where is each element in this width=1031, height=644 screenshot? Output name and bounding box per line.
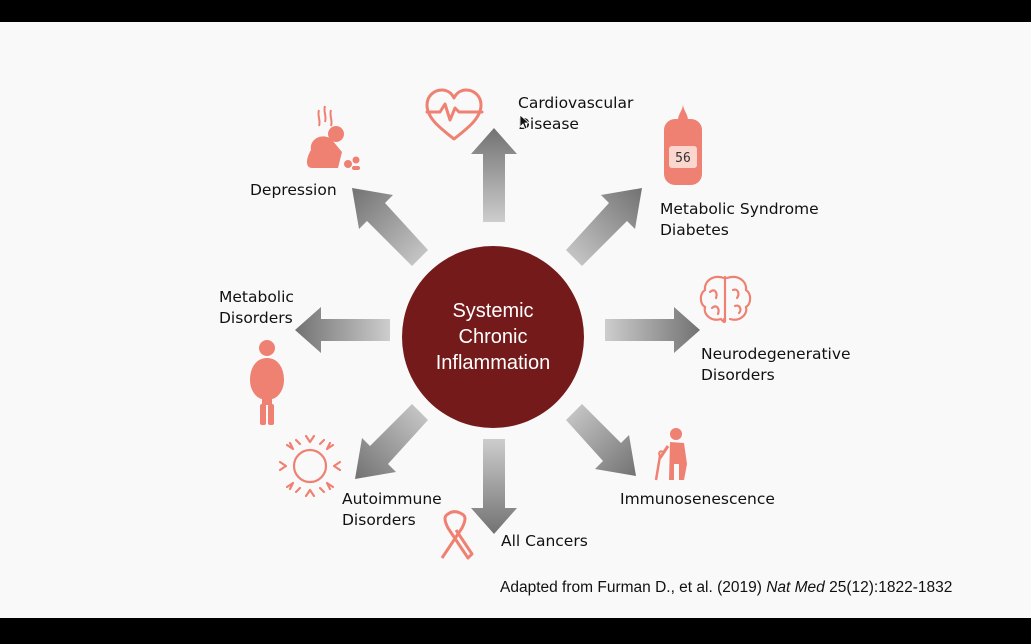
center-line-1: Systemic xyxy=(452,300,534,322)
icons: 56 xyxy=(250,88,752,560)
immune-cells-icon xyxy=(278,434,342,498)
arrow-down-left xyxy=(355,404,428,479)
label-immunosenescence: Immunosenescence xyxy=(620,490,775,508)
overweight-person-icon xyxy=(250,340,284,425)
arrow-down-right xyxy=(566,404,636,476)
center-line-3: Inflammation xyxy=(435,352,551,374)
brain-icon xyxy=(699,275,752,324)
elderly-person-icon xyxy=(654,428,687,481)
glucose-readout: 56 xyxy=(675,151,691,166)
label-depression: Depression xyxy=(250,181,337,199)
glucose-meter-icon: 56 xyxy=(664,104,702,185)
citation: Adapted from Furman D., et al. (2019) Na… xyxy=(500,579,953,596)
heart-pulse-icon xyxy=(425,88,484,141)
arrow-up xyxy=(471,128,517,222)
slide: 56 xyxy=(0,22,1031,618)
arrow-right xyxy=(605,307,700,353)
arrow-left xyxy=(295,307,390,353)
center-line-2: Chronic xyxy=(458,326,528,348)
arrow-down xyxy=(471,439,517,534)
arrows xyxy=(295,128,700,534)
arrow-up-right xyxy=(566,188,642,266)
arrow-up-left xyxy=(352,188,428,266)
label-cancers: All Cancers xyxy=(501,532,588,550)
depression-icon xyxy=(307,105,360,170)
journal-name: Nat Med xyxy=(766,579,825,596)
systemic-chronic-inflammation-circle: Systemic Chronic Inflammation xyxy=(402,246,584,428)
mouse-cursor-icon xyxy=(519,114,531,130)
ribbon-icon xyxy=(440,510,474,560)
